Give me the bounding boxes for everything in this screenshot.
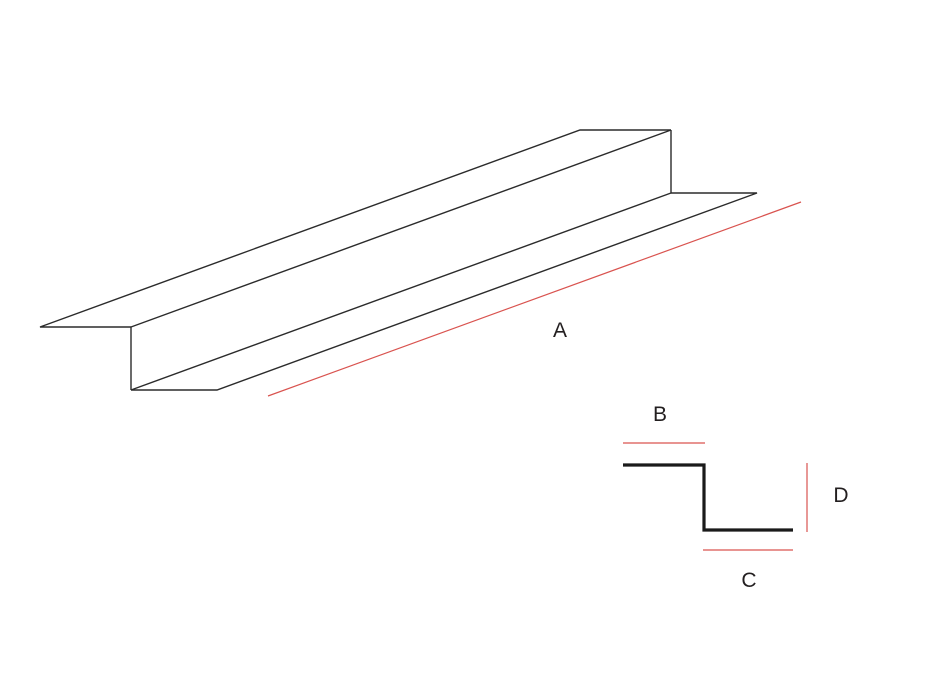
bottom-flange-edge — [131, 192, 758, 391]
z-profile-isometric — [39, 129, 758, 391]
top-fold-line — [130, 129, 672, 328]
cross-section-profile — [623, 463, 793, 532]
dimension-a-label: A — [553, 319, 567, 342]
top-flange-edge — [39, 129, 671, 328]
dimension-b-label: B — [653, 403, 667, 426]
dimension-a-line — [267, 201, 802, 397]
bottom-fold-line — [130, 192, 672, 391]
dimension-d-label: D — [833, 484, 848, 507]
dimension-c-label: C — [741, 569, 756, 592]
